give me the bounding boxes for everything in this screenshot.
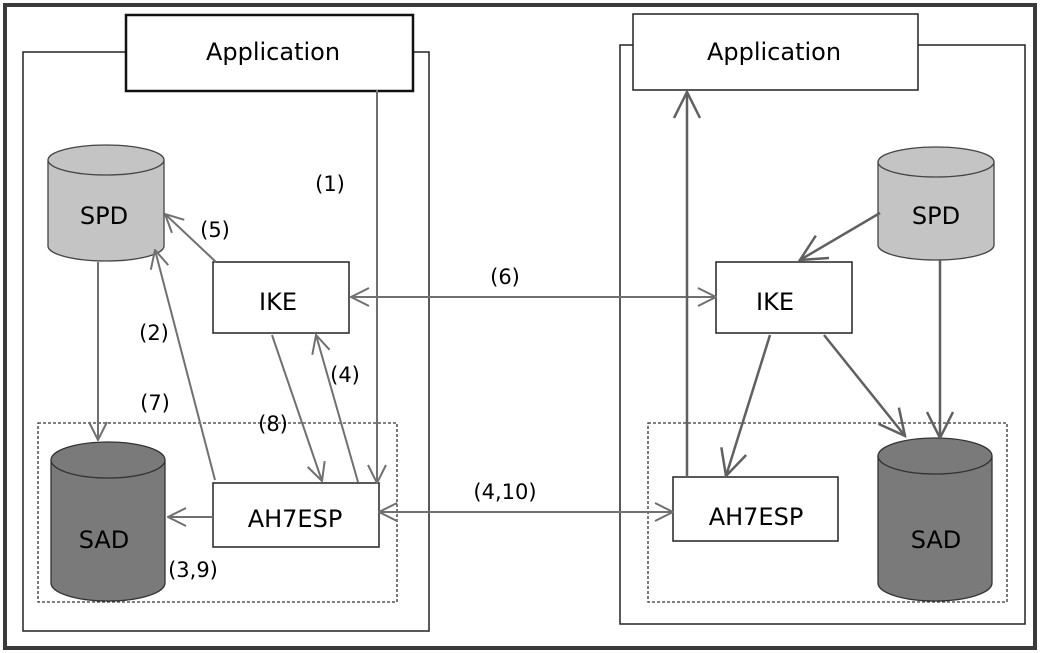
arrow-ahesp-to-ike — [316, 335, 359, 483]
left-sad-label: SAD — [79, 526, 130, 554]
left-spd-label: SPD — [80, 202, 128, 230]
step-label-4: (4) — [330, 363, 360, 387]
left-application-label: Application — [206, 38, 340, 66]
outer-border — [3, 3, 1037, 650]
arrow-ike-to-sad — [823, 334, 905, 436]
left-kernel-area — [37, 422, 398, 603]
step-label-5: (5) — [200, 218, 230, 242]
right-host: Application SPD SAD IKE AH7ESP — [619, 13, 1026, 625]
arrow-ike-to-spd — [165, 214, 217, 263]
arrow-ahesp-to-spd — [155, 250, 216, 481]
right-arrows — [687, 92, 940, 477]
right-sad-cylinder: SAD — [877, 437, 993, 602]
left-ahesp-box — [212, 482, 380, 548]
left-sad-cylinder: SAD — [50, 441, 166, 602]
step-labels: (1) (5) (2) (4) (7) (8) (3,9) (6) (4,10) — [139, 172, 536, 582]
right-ahesp-label: AH7ESP — [709, 503, 804, 531]
cross-host-arrows — [351, 297, 716, 512]
left-ike-box — [212, 261, 350, 334]
step-label-1: (1) — [315, 172, 345, 196]
right-ike-label: IKE — [756, 288, 794, 316]
right-application-box — [632, 13, 919, 91]
step-label-2: (2) — [139, 321, 169, 345]
arrow-ike-to-ahesp-right — [726, 334, 772, 476]
left-application-box — [124, 13, 415, 93]
left-arrows — [98, 90, 377, 517]
right-sad-label: SAD — [911, 526, 962, 554]
left-spd-cylinder: SPD — [47, 144, 165, 262]
right-spd-cylinder: SPD — [877, 146, 995, 261]
left-ike-label: IKE — [259, 288, 297, 316]
step-label-3-9: (3,9) — [168, 558, 218, 582]
right-spd-label: SPD — [912, 202, 960, 230]
right-ahesp-box — [672, 476, 839, 542]
right-ike-box — [715, 261, 853, 334]
left-ahesp-label: AH7ESP — [248, 505, 343, 533]
step-label-6: (6) — [490, 265, 520, 289]
left-host: Application SPD SAD IKE AH7ESP — [22, 13, 430, 632]
arrow-ike-to-ahesp — [271, 334, 322, 481]
step-label-4-10: (4,10) — [473, 480, 536, 504]
step-label-7: (7) — [140, 391, 170, 415]
right-application-label: Application — [707, 38, 841, 66]
step-label-8: (8) — [258, 412, 288, 436]
arrow-spd-to-ike — [800, 211, 881, 260]
